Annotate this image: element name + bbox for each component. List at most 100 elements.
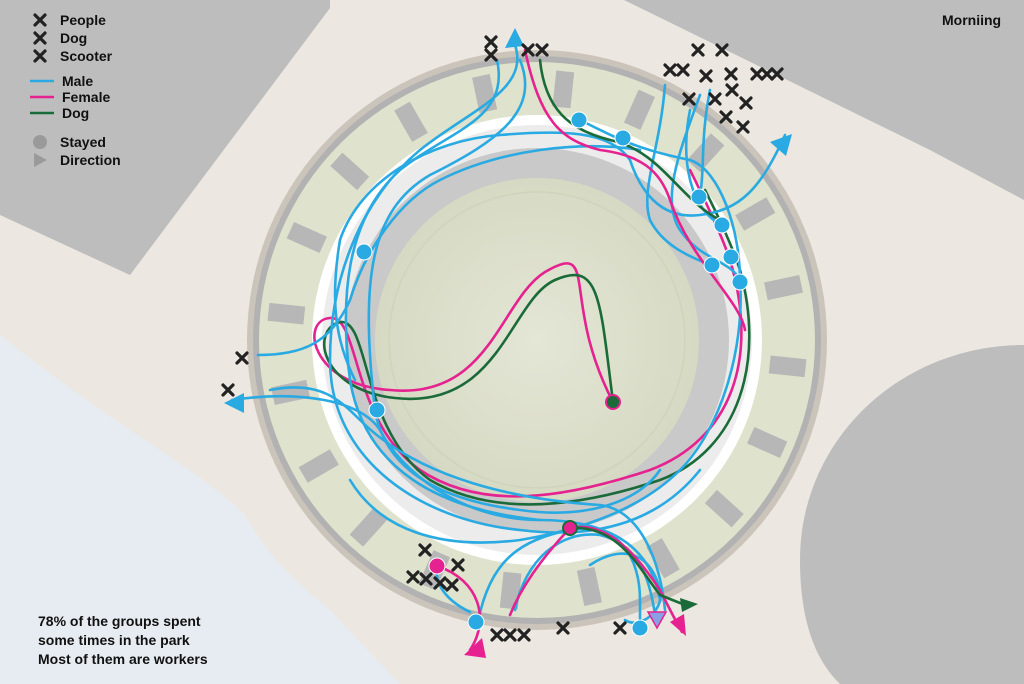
- cross-icon: [699, 69, 713, 83]
- legend-item-direction: Direction: [34, 151, 121, 169]
- ring-seat: [394, 101, 428, 142]
- stayed-marker: [713, 216, 731, 234]
- female-path: [435, 564, 482, 652]
- dog-path: [323, 188, 751, 506]
- legend-label: Direction: [60, 152, 121, 168]
- note-line: some times in the park: [38, 632, 190, 648]
- legend-item-male: Male: [30, 72, 94, 90]
- direction-marker: [670, 614, 686, 636]
- cross-icon: [750, 67, 764, 81]
- male-path: [684, 108, 724, 227]
- cross-icon: [503, 628, 517, 642]
- legend-label: Dog: [62, 105, 90, 121]
- ring-seat: [646, 538, 680, 579]
- circle-icon: [28, 134, 52, 150]
- park-circle: [247, 50, 827, 630]
- cross-icon: [28, 12, 52, 28]
- summary-note: 78% of the groups spent some times in th…: [38, 612, 208, 669]
- direction-marker: [224, 393, 244, 413]
- cross-icon: [517, 628, 531, 642]
- legend-label: Stayed: [60, 134, 106, 150]
- stayed-marker: [690, 188, 708, 206]
- stayed-marker: [368, 401, 386, 419]
- female-path: [523, 48, 747, 332]
- direction-marker: [680, 598, 698, 612]
- legend-label: Female: [62, 89, 111, 105]
- ring-seat: [576, 567, 602, 606]
- cross-icon: [760, 67, 774, 81]
- movement-paths: [230, 43, 787, 652]
- note-line: Most of them are workers: [38, 651, 208, 667]
- stayed-marker: [722, 248, 740, 266]
- triangle-icon: [28, 152, 52, 168]
- cross-icon: [490, 628, 504, 642]
- line-swatch-female: [30, 89, 54, 105]
- male-path: [513, 533, 657, 617]
- people-markers: [221, 35, 784, 642]
- cross-icon: [28, 48, 52, 64]
- ring-seat: [768, 355, 807, 378]
- female-path: [313, 168, 743, 498]
- line-swatch-male: [30, 73, 54, 89]
- cross-icon: [221, 383, 235, 397]
- legend-item-female: Female: [30, 88, 111, 106]
- ring-seat: [747, 426, 788, 459]
- stayed-marker: [631, 619, 649, 637]
- cross-icon: [736, 120, 750, 134]
- ring-seat: [267, 302, 306, 325]
- stayed-marker: [614, 129, 632, 147]
- map-title: Morniing: [942, 12, 1002, 28]
- ring-seat: [704, 489, 744, 528]
- cross-icon: [433, 576, 447, 590]
- ring-seat: [286, 221, 327, 254]
- ring-seat: [330, 152, 370, 191]
- stayed-marker: [605, 394, 621, 410]
- stayed-marker: [570, 111, 588, 129]
- legend-item-dog-line: Dog: [30, 104, 90, 122]
- stayed-markers: [355, 111, 749, 637]
- direction-marker: [505, 28, 524, 48]
- male-path: [645, 83, 712, 267]
- stayed-marker: [467, 613, 485, 631]
- ring-seat: [298, 449, 339, 483]
- ring-seat: [271, 379, 310, 405]
- cross-icon: [28, 30, 52, 46]
- cross-icon: [719, 110, 733, 124]
- male-path: [230, 394, 662, 602]
- ring-seat: [499, 571, 522, 610]
- dog-path: [538, 58, 722, 222]
- stayed-marker: [355, 243, 373, 261]
- building-right: [800, 345, 1024, 684]
- ring-seat: [735, 197, 776, 231]
- building-top-right: [624, 0, 1024, 200]
- building-top-left: [0, 0, 330, 275]
- male-path: [328, 43, 702, 534]
- male-path: [367, 58, 662, 514]
- stayed-marker: [731, 273, 749, 291]
- male-path: [698, 88, 712, 197]
- male-path: [670, 93, 742, 282]
- direction-marker: [770, 134, 792, 156]
- male-path: [348, 118, 742, 544]
- cross-icon: [715, 43, 729, 57]
- cross-icon: [724, 67, 738, 81]
- ring-seat: [623, 89, 656, 130]
- cross-icon: [484, 35, 498, 49]
- ring-seat: [764, 275, 803, 301]
- direction-markers: [224, 28, 792, 658]
- legend-item-dog-marker: Dog: [33, 29, 88, 47]
- stayed-marker: [562, 520, 578, 536]
- cross-icon: [708, 92, 722, 106]
- legend-item-people: People: [33, 11, 106, 29]
- legend-label: People: [60, 12, 106, 28]
- cross-icon: [235, 351, 249, 365]
- stayed-marker: [428, 557, 446, 575]
- legend-label: Scooter: [60, 48, 113, 64]
- legend-label: Male: [62, 73, 94, 89]
- cross-icon: [682, 92, 696, 106]
- cross-icon: [521, 43, 535, 57]
- note-line: 78% of the groups spent: [38, 613, 201, 629]
- legend-label: Dog: [60, 30, 88, 46]
